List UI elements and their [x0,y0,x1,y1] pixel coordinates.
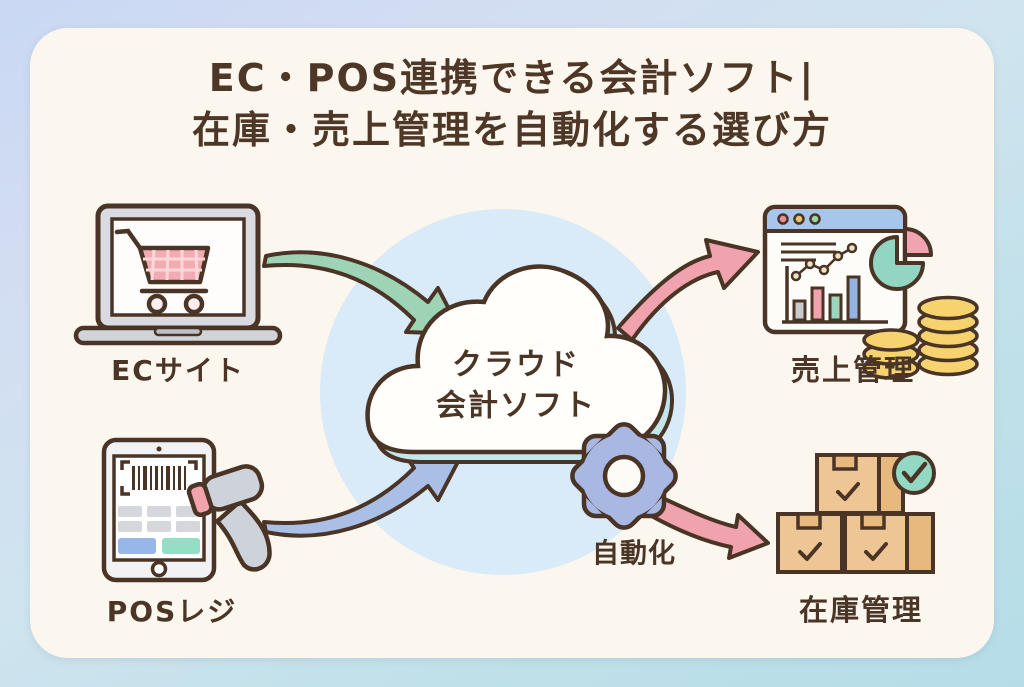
barcode-icon [120,460,198,496]
tablet-icon [101,437,217,583]
window-dot-green [809,213,821,225]
bar-chart-icon [792,275,861,322]
arrow-cloud-to-inventory [646,491,770,560]
pos-keypad [118,506,200,532]
shopping-cart-icon [114,228,211,315]
box-bottom-right [843,512,935,574]
window-dot-yellow [793,213,805,225]
cloud-label-line-1: クラウド [452,347,580,383]
label-pos-register: POSレジ [106,595,238,628]
label-sales-management: 売上管理 [790,353,916,387]
check-circle-icon [892,451,936,495]
label-ec-site: ECサイト [111,354,245,387]
label-cloud-accounting: クラウド 会計ソフト [436,346,596,427]
coin-stack-right [917,295,979,377]
box-bottom-left [776,512,844,574]
page-title: EC・POS連携できる会計ソフト| 在庫・売上管理を自動化する選び方 [0,52,1024,157]
cloud-label-line-2: 会計ソフト [436,388,596,423]
coins-icon [862,295,979,380]
window-dot-red [777,213,789,225]
chart-axes [782,266,888,324]
title-line-1: EC・POS連携できる会計ソフト| [208,56,816,100]
laptop-icon [73,203,283,346]
line-chart-icon [790,242,858,282]
barcode-scanner-icon [186,464,272,572]
label-inventory-management: 在庫管理 [798,593,924,627]
boxes-icon [776,451,936,574]
box-top [815,453,905,515]
pie-chart-icon [869,227,933,291]
title-line-2: 在庫・売上管理を自動化する選び方 [191,108,832,153]
pos-green-button [162,538,200,554]
gear-icon [570,422,678,530]
label-automation: 自動化 [592,538,676,570]
pos-blue-button [118,538,156,554]
arrow-cloud-to-sales [616,238,760,342]
browser-window-icon [762,204,908,335]
coin-stack-left [862,328,920,380]
